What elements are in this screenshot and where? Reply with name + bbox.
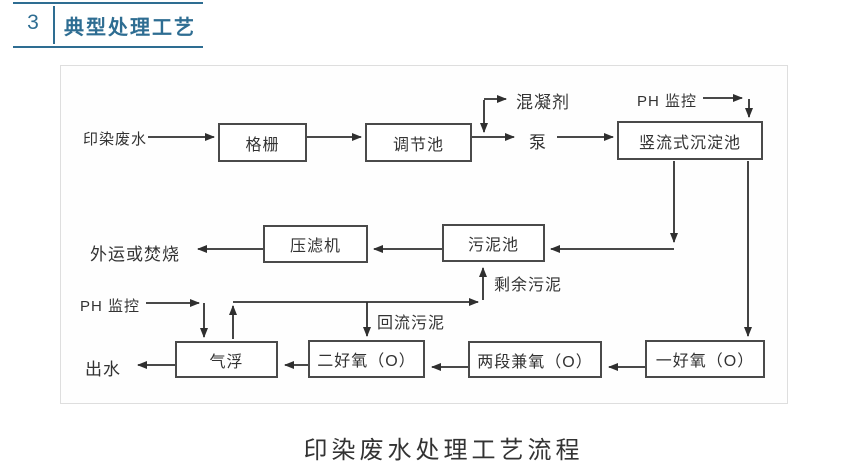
box-regulating-tank-label: 调节池 [392, 136, 444, 154]
label-coagulant: 混凝剂 [516, 93, 570, 112]
box-vertical-flow-sedimentation-tank: 竖流式沉淀池 [617, 121, 763, 160]
label-ph-monitor-bottom: PH 监控 [80, 298, 141, 315]
diagram-caption: 印染废水处理工艺流程 [303, 437, 584, 464]
box-second-aerobic: 二好氧（O） [308, 340, 425, 378]
section-number: 3 [27, 11, 39, 34]
box-filter-press-label: 压滤机 [289, 238, 341, 255]
box-filter-press: 压滤机 [263, 225, 368, 263]
header-divider [53, 6, 55, 44]
box-first-aerobic: 一好氧（O） [645, 340, 765, 378]
box-sludge-tank: 污泥池 [442, 224, 545, 262]
label-disposal: 外运或焚烧 [90, 245, 180, 264]
box-vertical-flow-sedimentation-tank-label: 竖流式沉淀池 [638, 134, 741, 152]
box-second-aerobic-label: 二好氧（O） [317, 353, 416, 370]
box-first-aerobic-label: 一好氧（O） [655, 353, 755, 370]
box-sludge-tank-label: 污泥池 [467, 237, 519, 254]
box-grid-label: 格栅 [245, 136, 280, 154]
label-ph-monitor-top: PH 监控 [637, 93, 698, 110]
box-two-stage-facultative: 两段兼氧（O） [468, 341, 602, 378]
box-grid: 格栅 [218, 123, 307, 162]
header-bottom-rule [13, 46, 203, 48]
section-title: 典型处理工艺 [64, 17, 196, 39]
box-air-flotation-label: 气浮 [209, 353, 244, 371]
label-return-sludge: 回流污泥 [377, 315, 446, 332]
label-excess-sludge: 剩余污泥 [494, 277, 563, 294]
label-influent: 印染废水 [83, 131, 148, 148]
header-top-rule [13, 2, 203, 4]
box-two-stage-facultative-label: 两段兼氧（O） [477, 353, 593, 371]
box-regulating-tank: 调节池 [365, 123, 472, 162]
label-effluent: 出水 [85, 360, 121, 379]
label-pump: 泵 [529, 133, 547, 152]
box-air-flotation: 气浮 [175, 341, 278, 378]
